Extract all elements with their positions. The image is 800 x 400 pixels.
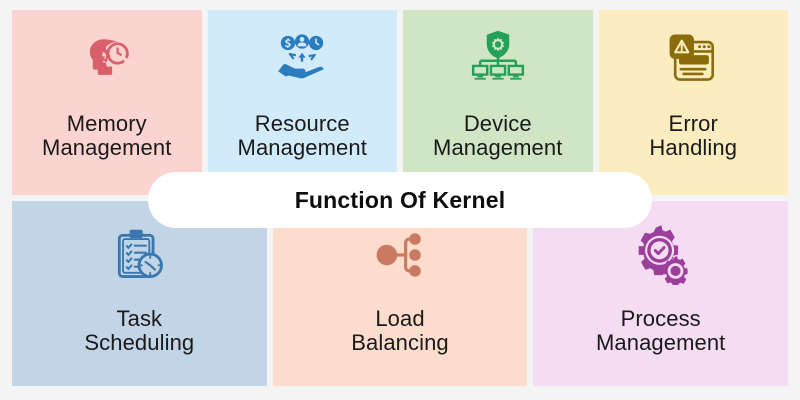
warning-window-icon [661, 26, 725, 88]
node-branch-icon [368, 223, 432, 287]
cards-row-top: Memory Management [12, 10, 788, 195]
title-pill: Function Of Kernel [148, 172, 652, 228]
head-gear-clock-icon [75, 26, 139, 88]
card-label: Error Handling [649, 110, 738, 161]
cards-row-bottom: Task Scheduling [12, 201, 789, 386]
card-label: Memory Management [42, 110, 172, 161]
shield-gear-monitors-icon [466, 26, 530, 88]
hand-resources-icon [270, 26, 334, 88]
card-process-management[interactable]: Process Management [533, 201, 789, 386]
card-error-handling[interactable]: Error Handling [598, 10, 788, 195]
card-task-scheduling[interactable]: Task Scheduling [12, 201, 267, 386]
card-device-management[interactable]: Device Management [403, 10, 593, 195]
card-label: Process Management [595, 305, 726, 356]
cards-grid: Memory Management [12, 10, 789, 386]
card-memory-management[interactable]: Memory Management [12, 10, 202, 195]
clipboard-clock-icon [107, 223, 171, 287]
card-label: Resource Management [237, 110, 367, 161]
card-resource-management[interactable]: Resource Management [207, 10, 397, 195]
page-title: Function Of Kernel [294, 186, 506, 213]
card-label: Device Management [433, 110, 563, 161]
gears-check-icon [629, 223, 693, 287]
card-label: Task Scheduling [84, 305, 195, 356]
card-label: Load Balancing [351, 305, 449, 356]
card-load-balancing[interactable]: Load Balancing [272, 201, 528, 386]
